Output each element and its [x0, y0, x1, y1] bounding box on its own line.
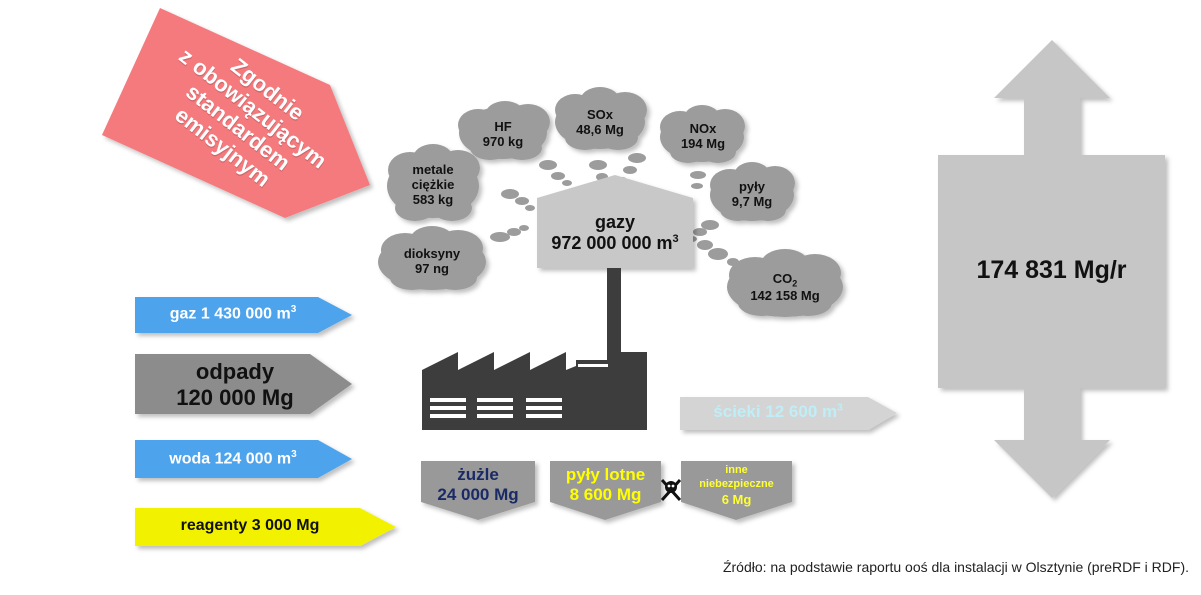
cloud-hf-value: 970 kg: [482, 133, 524, 149]
capacity-label: 174 831 Mg/r: [976, 256, 1127, 284]
cloud-hf-label: HF 970 kg: [465, 119, 541, 150]
cloud-co2-label: CO2 142 158 Mg: [735, 271, 835, 304]
cloud-sox: [555, 87, 647, 150]
cloud-metale: [387, 144, 480, 221]
cloud-pyly-name: pyły: [738, 179, 765, 194]
cloud-metale-name1: metale: [412, 162, 454, 177]
cloud-sox-value: 48,6 Mg: [576, 121, 624, 137]
cloud-dioksyny-name: dioksyny: [403, 246, 461, 261]
cloud-pyly-label: pyły 9,7 Mg: [714, 179, 790, 210]
zuzle-label: żużle 24 000 Mg: [421, 465, 535, 504]
odpady-line-1: odpady: [195, 359, 275, 384]
woda-label: woda 124 000 m3: [143, 449, 323, 469]
cloud-co2-subscript: 2: [792, 278, 798, 289]
cloud-hf-name: HF: [494, 119, 512, 134]
scieki-arrow: [680, 397, 897, 430]
odpady-arrow: [135, 354, 352, 414]
cloud-nox-value: 194 Mg: [680, 135, 726, 151]
factory-icon: [422, 268, 647, 430]
cloud-dioksyny-label: dioksyny 97 ng: [388, 246, 476, 277]
gazy-value-row: 972 000 000 m3: [537, 233, 693, 254]
gaz-sup: 3: [290, 304, 297, 315]
cloud-nox-label: NOx 194 Mg: [665, 121, 741, 152]
cloud-metale-value: 583 kg: [412, 191, 454, 207]
inne-line-1: inne: [725, 464, 748, 476]
cloud-co2-name: CO: [772, 271, 793, 286]
cloud-dioksyny: [378, 226, 486, 290]
woda-text: woda 124 000 m: [169, 450, 292, 468]
cloud-nox-name: NOx: [689, 121, 717, 136]
gazy-title: gazy: [594, 212, 636, 232]
banner-arrow: [102, 8, 370, 218]
inne-box: [681, 461, 792, 520]
skull-icon: [660, 478, 682, 502]
reagenty-label: reagenty 3 000 Mg: [150, 517, 350, 535]
clouds: [378, 87, 843, 317]
scieki-sup: 3: [837, 402, 843, 414]
source-note: Źródło: na podstawie raportu ooś dla ins…: [722, 559, 1189, 575]
pyly-lotne-label: pyły lotne 8 600 Mg: [550, 465, 661, 504]
zuzle-line-2: 24 000 Mg: [437, 484, 519, 504]
woda-sup: 3: [291, 449, 297, 460]
gaz-label: gaz 1 430 000 m3: [148, 304, 318, 324]
scieki-text: ścieki 12 600 m: [713, 402, 838, 421]
inne-line-3: 6 Mg: [721, 491, 752, 507]
odpady-label: odpady 120 000 Mg: [150, 359, 320, 412]
gazy-value: 972 000 000 m: [551, 232, 673, 253]
cloud-co2: [727, 249, 843, 317]
zuzle-box: [421, 461, 535, 520]
inne-line-2: niebezpieczne: [699, 478, 774, 491]
cloud-metale-label: metale ciężkie 583 kg: [393, 162, 473, 208]
cloud-sox-name: SOx: [586, 107, 613, 122]
gaz-arrow: [135, 297, 352, 333]
cloud-metale-name2: ciężkie: [411, 176, 455, 192]
reagenty-text: reagenty 3 000 Mg: [180, 517, 320, 534]
pyly-lotne-box: [550, 461, 661, 520]
reagenty-arrow: [135, 508, 396, 546]
gazy-label: gazy 972 000 000 m3: [537, 212, 693, 253]
cloud-co2-name-row: CO2: [735, 271, 835, 289]
woda-arrow: [135, 440, 352, 478]
gaz-text: gaz 1 430 000 m: [169, 305, 291, 323]
pyly-lotne-line-1: pyły lotne: [565, 465, 646, 484]
cloud-hf: [458, 101, 550, 160]
cloud-nox: [660, 105, 745, 163]
cloud-co2-value: 142 158 Mg: [750, 287, 820, 303]
scieki-label: ścieki 12 600 m3: [688, 402, 868, 422]
pyly-lotne-line-2: 8 600 Mg: [569, 484, 642, 504]
cloud-dioksyny-value: 97 ng: [415, 260, 449, 276]
capacity-double-arrow: [938, 40, 1165, 498]
cloud-pyly: [710, 162, 795, 221]
cloud-sox-label: SOx 48,6 Mg: [560, 107, 640, 138]
cloud-pyly-value: 9,7 Mg: [731, 193, 773, 209]
gazy-sup: 3: [672, 232, 679, 245]
gazy-box: [537, 175, 693, 268]
odpady-line-2: 120 000 Mg: [176, 385, 294, 411]
zuzle-line-1: żużle: [457, 465, 499, 484]
inne-label: inne niebezpieczne 6 Mg: [681, 463, 792, 508]
